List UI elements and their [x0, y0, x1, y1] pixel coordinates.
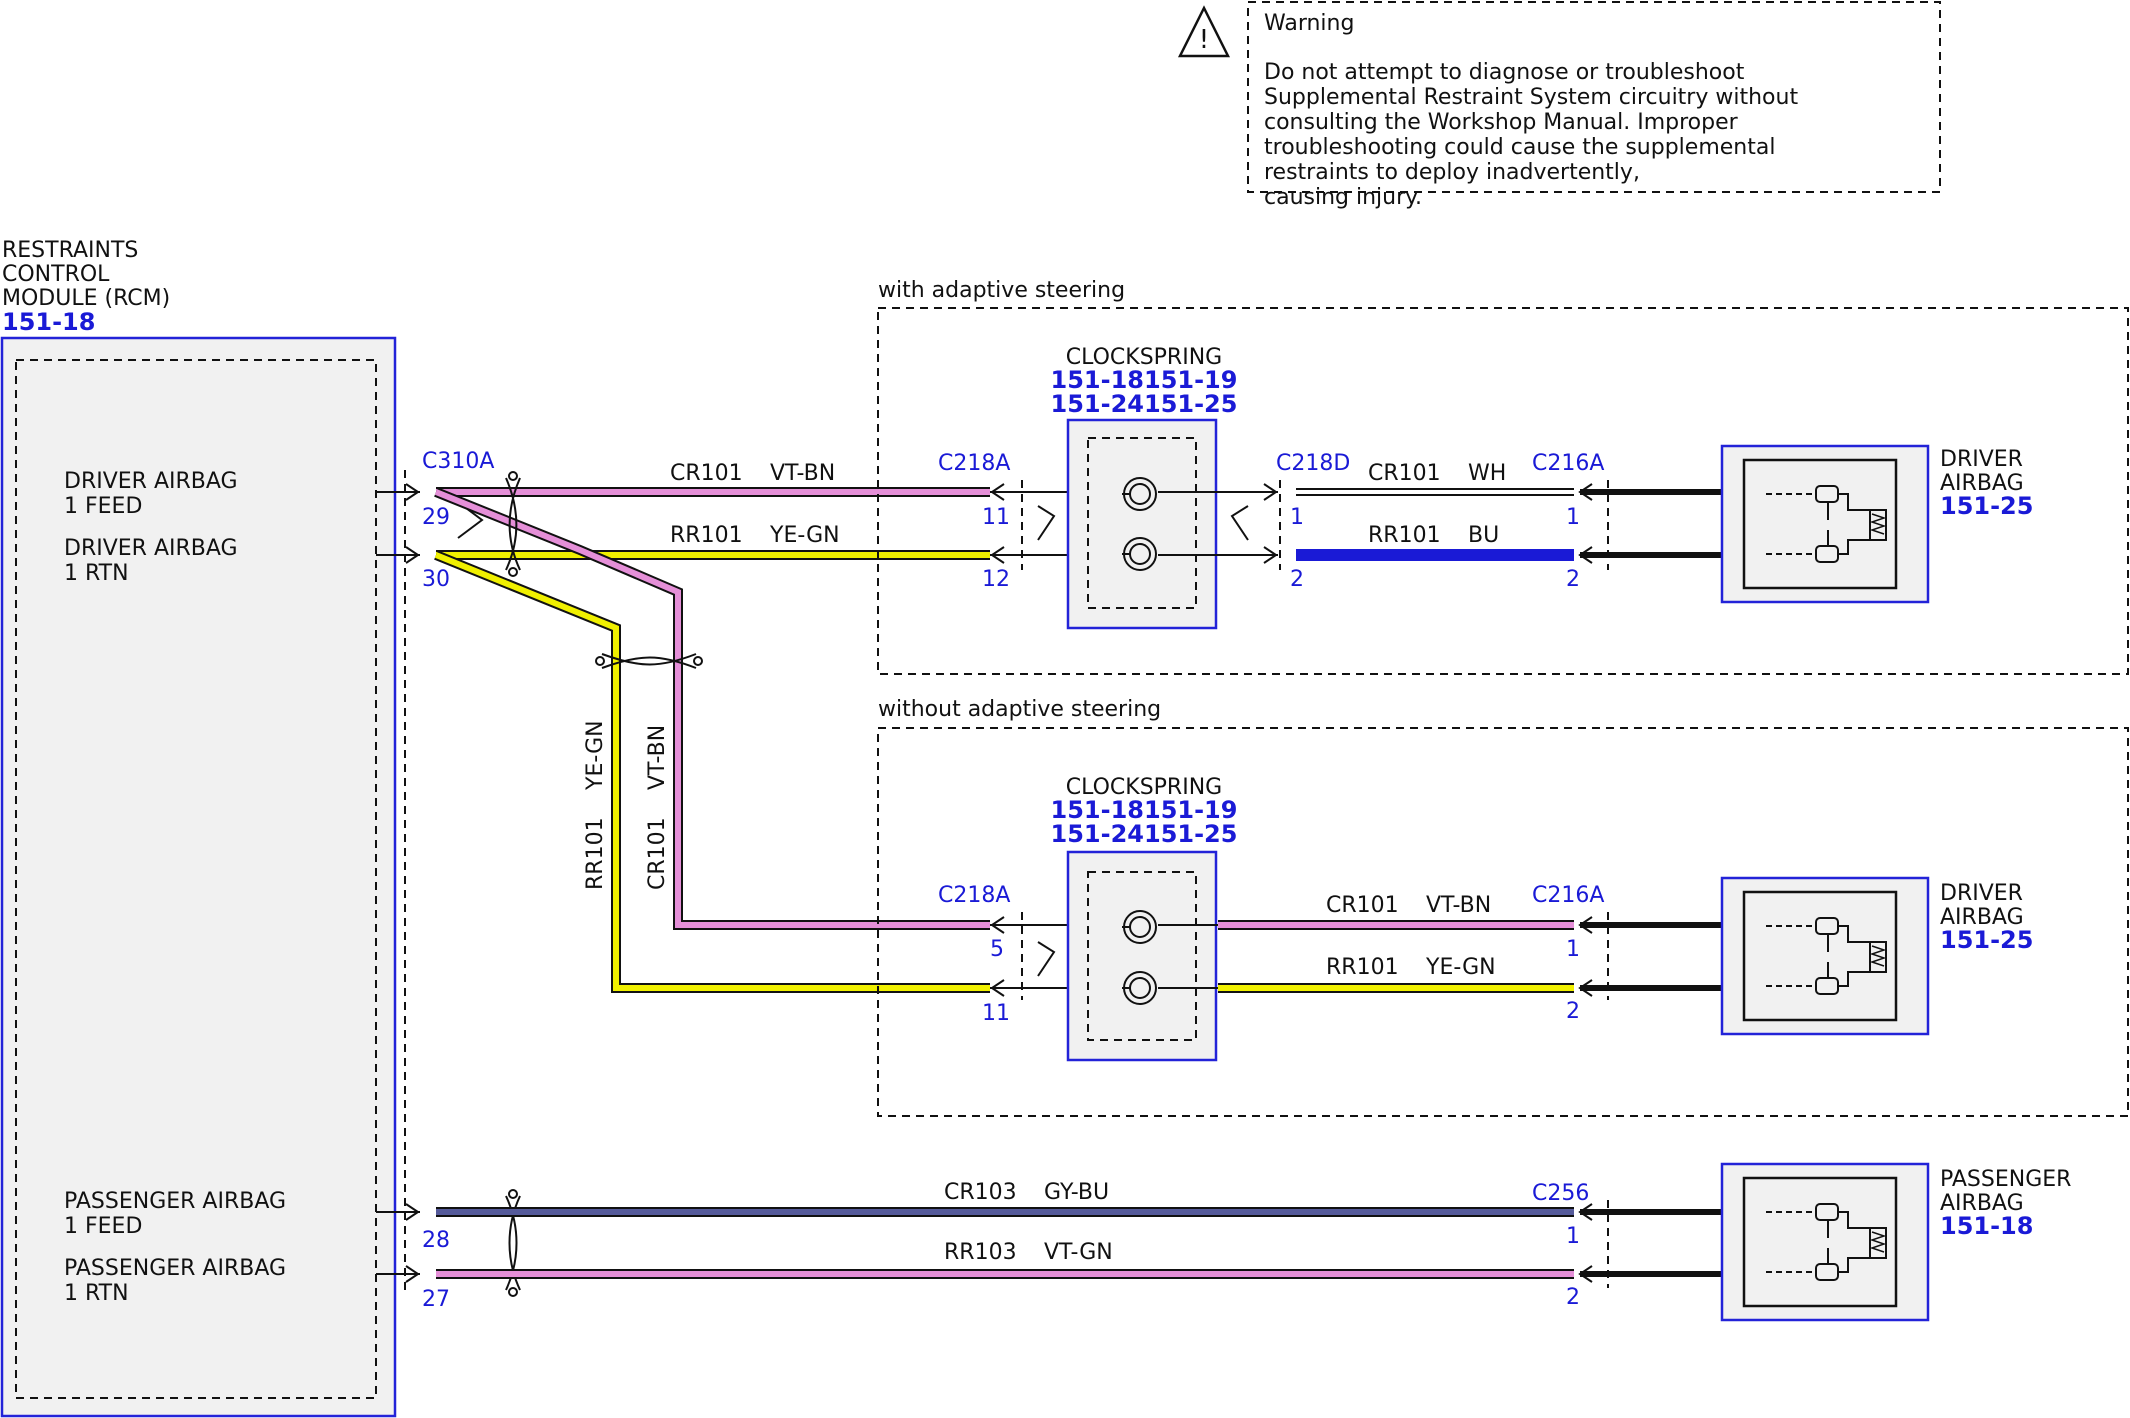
twisted-pair-marker-2 [595, 653, 703, 669]
label-vt-gn: VT-GN [1044, 1240, 1113, 1265]
pin-1-c216a-upper: 1 [1566, 505, 1580, 530]
clockspring-refs-lower-2[interactable]: 151-24151-25 [1051, 820, 1238, 848]
wire-cr101-branch[interactable] [434, 487, 990, 930]
warning-line-3: consulting the Workshop Manual. Improper [1264, 110, 1739, 135]
label-cr101-lower: CR101 [1326, 893, 1399, 918]
label-cr103: CR103 [944, 1180, 1017, 1205]
label-rr101-bu: RR101 [1368, 523, 1441, 548]
label-cr101-vertical: CR101 [645, 817, 670, 890]
label-vt-bn-vertical: VT-BN [645, 725, 670, 790]
driver-airbag-box-lower [1720, 876, 1930, 1036]
connector-c216a-lower[interactable]: C216A [1532, 883, 1604, 908]
label-wh: WH [1468, 461, 1506, 486]
twisted-pair-marker-1 [505, 471, 521, 577]
pin-1-c218d: 1 [1290, 505, 1304, 530]
rcm-driver-rtn-label-1: DRIVER AIRBAG [64, 536, 238, 561]
clockspring-name-lower: CLOCKSPRING [1066, 775, 1222, 800]
warning-line-5: restraints to deploy inadvertently, [1264, 160, 1640, 185]
pin-11-upper: 11 [982, 505, 1010, 530]
pin-11-lower: 11 [982, 1001, 1010, 1026]
pin-12-upper: 12 [982, 567, 1010, 592]
rcm-driver-feed-label-1: DRIVER AIRBAG [64, 469, 238, 494]
label-rr101-lower: RR101 [1326, 955, 1399, 980]
warning-line-1: Do not attempt to diagnose or troublesho… [1264, 60, 1745, 85]
warning-box [1247, 1, 1941, 193]
label-rr101-vertical: RR101 [583, 817, 608, 890]
rcm-passenger-rtn-label-2: 1 RTN [64, 1281, 129, 1306]
clockspring-refs-upper-2[interactable]: 151-24151-25 [1051, 390, 1238, 418]
rcm-passenger-rtn-label-1: PASSENGER AIRBAG [64, 1256, 286, 1281]
label-rr103: RR103 [944, 1240, 1017, 1265]
rcm-passenger-feed-label-1: PASSENGER AIRBAG [64, 1189, 286, 1214]
passenger-airbag-name-2: AIRBAG [1940, 1191, 2024, 1216]
rcm-passenger-feed-label-2: 1 FEED [64, 1214, 142, 1239]
warning-line-2: Supplemental Restraint System circuitry … [1264, 85, 1798, 110]
label-vt-bn-lower: VT-BN [1426, 893, 1491, 918]
clockspring-refs-lower-1[interactable]: 151-18151-19 [1051, 796, 1238, 824]
rcm-name-line-1: RESTRAINTS [2, 238, 138, 263]
clockspring-inner-lower [1087, 871, 1197, 1041]
label-bu: BU [1468, 523, 1499, 548]
passenger-airbag-ref[interactable]: 151-18 [1940, 1212, 2033, 1240]
pin-5-lower: 5 [990, 937, 1004, 962]
rcm-driver-rtn-label-2: 1 RTN [64, 561, 129, 586]
warning-icon [1177, 5, 1231, 58]
section-label-without-adaptive: without adaptive steering [878, 697, 1161, 722]
driver-airbag-name-lower-2: AIRBAG [1940, 905, 2024, 930]
twisted-pair-marker-3 [505, 1189, 521, 1297]
connector-c256[interactable]: C256 [1532, 1181, 1589, 1206]
driver-airbag-name-lower-1: DRIVER [1940, 881, 2023, 906]
label-cr101-upper: CR101 [670, 461, 743, 486]
connector-c310a[interactable]: C310A [422, 449, 494, 474]
driver-airbag-ref-upper[interactable]: 151-25 [1940, 492, 2033, 520]
rcm-name-line-2: CONTROL [2, 262, 110, 287]
passenger-airbag-box [1720, 1162, 1930, 1322]
rcm-box [0, 336, 397, 1418]
pin-1-c216a-lower: 1 [1566, 937, 1580, 962]
driver-airbag-ref-lower[interactable]: 151-25 [1940, 926, 2033, 954]
label-cr101-wh: CR101 [1368, 461, 1441, 486]
pin-1-c256: 1 [1566, 1224, 1580, 1249]
pin-2-c216a-lower: 2 [1566, 999, 1580, 1024]
clockspring-refs-upper-1[interactable]: 151-18151-19 [1051, 366, 1238, 394]
pin-28: 28 [422, 1228, 450, 1253]
label-ye-gn-lower: YE-GN [1425, 955, 1496, 980]
section-label-with-adaptive: with adaptive steering [878, 278, 1125, 303]
warning-line-6: causing injury. [1264, 185, 1422, 210]
warning-line-4: troubleshooting could cause the suppleme… [1264, 135, 1775, 160]
wire-rr101-branch[interactable] [434, 550, 990, 993]
warning-title: Warning [1264, 11, 1354, 36]
label-vt-bn-upper: VT-BN [770, 461, 835, 486]
pin-2-c216a-upper: 2 [1566, 567, 1580, 592]
driver-airbag-box-upper [1720, 444, 1930, 604]
clockspring-inner-upper [1087, 437, 1197, 609]
clockspring-name-upper: CLOCKSPRING [1066, 345, 1222, 370]
connector-c218d[interactable]: C218D [1276, 451, 1350, 476]
driver-airbag-name-upper-1: DRIVER [1940, 447, 2023, 472]
label-ye-gn-vertical: YE-GN [583, 720, 608, 791]
warning-icon-mark: ! [1199, 25, 1209, 55]
label-gy-bu: GY-BU [1044, 1180, 1109, 1205]
label-ye-gn-upper: YE-GN [769, 523, 840, 548]
rcm-module: RESTRAINTS CONTROL MODULE (RCM) 151-18 D… [0, 238, 420, 1418]
label-rr101-upper: RR101 [670, 523, 743, 548]
connector-c218a-lower[interactable]: C218A [938, 883, 1010, 908]
driver-airbag-name-upper-2: AIRBAG [1940, 471, 2024, 496]
section-box-with-adaptive [877, 307, 2129, 675]
warning-block: ! Warning Do not attempt to diagnose or … [1177, 1, 1941, 210]
rcm-driver-feed-label-2: 1 FEED [64, 494, 142, 519]
passenger-airbag-name-1: PASSENGER [1940, 1167, 2071, 1192]
pin-29: 29 [422, 505, 450, 530]
pin-30: 30 [422, 567, 450, 592]
rcm-name-line-3: MODULE (RCM) [2, 286, 170, 311]
connector-c218a-upper[interactable]: C218A [938, 451, 1010, 476]
pin-2-c218d: 2 [1290, 567, 1304, 592]
rcm-ref[interactable]: 151-18 [2, 308, 95, 336]
section-box-without-adaptive [877, 727, 2129, 1117]
connector-c216a-upper[interactable]: C216A [1532, 451, 1604, 476]
pin-2-c256: 2 [1566, 1285, 1580, 1310]
pin-27: 27 [422, 1287, 450, 1312]
